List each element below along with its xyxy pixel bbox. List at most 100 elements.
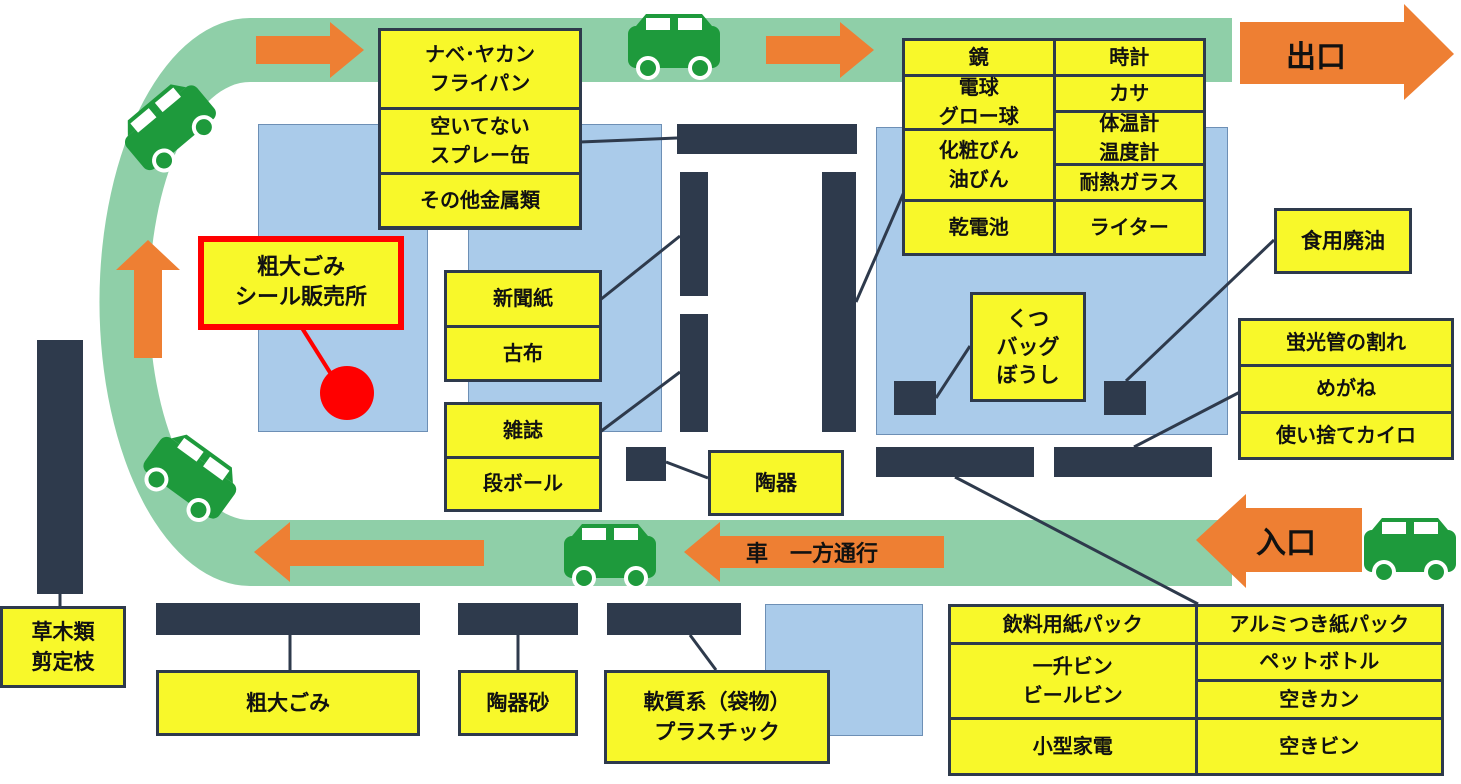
arrow-top-1 xyxy=(256,22,364,78)
connector-misc xyxy=(1133,390,1241,449)
beer-bottle-line: ビールビン xyxy=(1022,682,1123,707)
thermometer-label: 体温計 温度計 xyxy=(1055,111,1203,165)
connector-shoes xyxy=(934,345,972,399)
metal-group: ナベ･ヤカン フライパン 空いてない スプレー缶 その他金属類 xyxy=(378,28,582,230)
truck-icon-top xyxy=(628,14,720,80)
shoes-bag-hat-label: くつ バッグ ぼうし xyxy=(970,292,1086,402)
battery-label: 乾電池 xyxy=(905,202,1053,253)
bin-vertical-2 xyxy=(680,314,708,432)
connector-magazine xyxy=(599,370,681,434)
clock-label: 時計 xyxy=(1055,41,1203,74)
bin-plastic xyxy=(607,603,741,635)
exit-label: 出口 xyxy=(1286,40,1346,75)
bin-plants xyxy=(37,340,83,594)
kairo-label: 使い捨てカイロ xyxy=(1241,413,1451,457)
bin-pottery xyxy=(626,447,666,481)
metal-pots-line1: ナベ･ヤカン xyxy=(425,42,535,66)
bin-vertical-1 xyxy=(680,172,708,296)
connector-spray xyxy=(579,136,678,144)
metal-pots: ナベ･ヤカン フライパン xyxy=(381,31,579,107)
connector-pottery xyxy=(665,460,709,480)
hat-line: ぼうし xyxy=(996,363,1060,387)
bin-top-center xyxy=(677,124,857,154)
magazine-label: 雑誌 xyxy=(447,405,599,456)
one-way-label: 車 一方通行 xyxy=(746,542,879,567)
paper-group-2: 雑誌 段ボール xyxy=(444,402,602,512)
shoes-line: くつ xyxy=(1007,307,1049,331)
bulb-line1: 電球 xyxy=(958,75,999,100)
pottery-sand-label: 陶器砂 xyxy=(458,670,578,736)
sake-beer-bottle-label: 一升ビン ビールビン xyxy=(951,644,1195,717)
fluorescent-label: 蛍光管の割れ xyxy=(1241,321,1451,365)
bag-line: バッグ xyxy=(996,335,1060,359)
metal-spray: 空いてない スプレー缶 xyxy=(381,110,579,172)
arrow-bottom-left xyxy=(254,522,484,582)
bottle-line2: 油びん xyxy=(948,166,1009,191)
misc-group: 蛍光管の割れ めがね 使い捨てカイロ xyxy=(1238,318,1454,460)
empty-can-label: 空きカン xyxy=(1197,682,1441,717)
truck-icon-left-bottom xyxy=(133,424,247,532)
glasses-label: めがね xyxy=(1241,367,1451,411)
bin-pottery-sand xyxy=(458,603,578,635)
bottle-label: 化粧びん 油びん xyxy=(905,130,1053,200)
arrow-one-way xyxy=(684,522,944,582)
bin-recycle-2 xyxy=(1054,447,1212,477)
pottery-label: 陶器 xyxy=(708,450,844,516)
umbrella-label: カサ xyxy=(1055,76,1203,110)
hazard-group: 鏡 時計 電球 グロー球 カサ 体温計 温度計 化粧びん 油びん 耐熱ガラス 乾… xyxy=(902,38,1206,256)
old-cloth-label: 古布 xyxy=(447,327,599,379)
bulb-line2: グロー球 xyxy=(938,104,1019,129)
bulb-label: 電球 グロー球 xyxy=(905,75,1053,129)
bin-bulky xyxy=(156,603,420,635)
cooking-oil-label: 食用廃油 xyxy=(1274,208,1412,274)
connector-newspaper xyxy=(599,234,681,302)
plants-line2: 剪定枝 xyxy=(31,650,95,674)
truck-icon-bottom xyxy=(564,524,656,590)
truck-icon-entrance xyxy=(1364,518,1456,584)
empty-bottle-label: 空きビン xyxy=(1197,719,1441,773)
plants-line1: 草木類 xyxy=(31,620,95,644)
paper-group-1: 新聞紙 古布 xyxy=(444,270,602,382)
bin-oil xyxy=(1104,381,1146,415)
connector-recycle xyxy=(954,475,1199,606)
truck-icon-left-top xyxy=(114,72,227,183)
arrow-entrance xyxy=(1196,494,1362,588)
newspaper-label: 新聞紙 xyxy=(447,273,599,325)
heat-glass-label: 耐熱ガラス xyxy=(1055,166,1203,200)
bottle-line1: 化粧びん xyxy=(938,137,1019,162)
plastic-line2: プラスチック xyxy=(654,720,780,744)
small-appliance-label: 小型家電 xyxy=(951,719,1195,773)
thermometer-line2: 温度計 xyxy=(1099,140,1160,165)
seal-shop-marker xyxy=(320,366,374,420)
entrance-label: 入口 xyxy=(1256,526,1316,561)
plastic-line1: 軟質系（袋物） xyxy=(643,690,791,714)
plants-label: 草木類 剪定枝 xyxy=(0,606,126,688)
mirror-label: 鏡 xyxy=(905,41,1053,74)
thermometer-line1: 体温計 xyxy=(1099,111,1160,136)
pet-bottle-label: ペットボトル xyxy=(1197,644,1441,680)
connector-oil xyxy=(1124,238,1276,383)
connector-bottles xyxy=(854,191,906,303)
arrow-up xyxy=(116,240,180,358)
bin-recycle-1 xyxy=(876,447,1034,477)
lighter-label: ライター xyxy=(1055,202,1203,253)
alu-pack-label: アルミつき紙パック xyxy=(1197,607,1441,642)
plastic-label: 軟質系（袋物） プラスチック xyxy=(604,670,830,764)
bin-vertical-3 xyxy=(822,172,856,432)
metal-other: その他金属類 xyxy=(381,175,579,226)
arrow-exit xyxy=(1240,4,1454,100)
bulky-label: 粗大ごみ xyxy=(156,670,420,736)
seal-shop-line1: 粗大ごみ xyxy=(256,255,345,280)
metal-pots-line2: フライパン xyxy=(429,71,531,95)
seal-shop-label: 粗大ごみ シール販売所 xyxy=(198,236,404,330)
recycle-group: 飲料用紙パック アルミつき紙パック 一升ビン ビールビン ペットボトル 空きカン… xyxy=(948,604,1444,776)
bin-shoes xyxy=(894,381,936,415)
sake-bottle-line: 一升ビン xyxy=(1032,653,1113,678)
drink-pack-label: 飲料用紙パック xyxy=(951,607,1195,642)
metal-spray-line2: スプレー缶 xyxy=(430,143,530,167)
seal-shop-line2: シール販売所 xyxy=(234,285,367,310)
cardboard-label: 段ボール xyxy=(447,458,599,509)
arrow-top-2 xyxy=(766,22,874,78)
connector-plastic xyxy=(688,634,718,671)
